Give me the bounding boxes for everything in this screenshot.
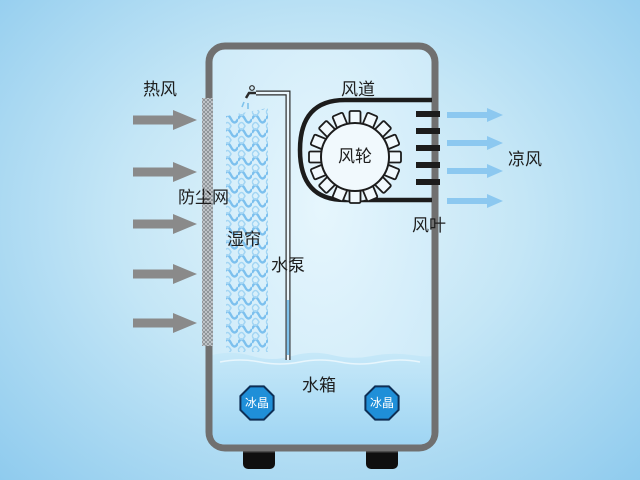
hot-air-arrow-icon bbox=[133, 313, 197, 333]
cool-air-arrows bbox=[447, 108, 503, 208]
ice-crystal-badge-left bbox=[239, 385, 275, 421]
label-ice-crystal-left: 冰晶 bbox=[245, 396, 270, 410]
label-wet-curtain: 湿帘 bbox=[227, 230, 261, 250]
water-pump-pipe bbox=[256, 90, 291, 360]
label-hot-air: 热风 bbox=[143, 80, 177, 100]
label-cool-air: 凉风 bbox=[508, 150, 542, 170]
wet-curtain bbox=[226, 108, 268, 352]
cool-air-arrow-icon bbox=[447, 136, 503, 150]
hot-air-arrow-icon bbox=[133, 214, 197, 234]
label-dust-filter: 防尘网 bbox=[178, 188, 229, 208]
hot-air-arrow-icon bbox=[133, 110, 197, 130]
cool-air-arrow-icon bbox=[447, 108, 503, 122]
label-fan-wheel: 风轮 bbox=[338, 147, 372, 167]
air-duct bbox=[297, 97, 432, 203]
water-surface-ripples bbox=[219, 359, 421, 365]
label-water-pump: 水泵 bbox=[271, 256, 305, 276]
ice-crystal-badge-right bbox=[364, 385, 400, 421]
fan-wheel bbox=[308, 110, 402, 204]
cool-air-arrow-icon bbox=[447, 164, 503, 178]
dust-filter-mesh bbox=[202, 98, 213, 346]
hot-air-arrow-icon bbox=[133, 162, 197, 182]
label-water-tank: 水箱 bbox=[302, 376, 336, 396]
label-fan-blade: 风叶 bbox=[412, 216, 446, 236]
hot-air-arrows bbox=[133, 110, 197, 333]
fan-blades-louvers bbox=[416, 111, 440, 185]
cool-air-arrow-icon bbox=[447, 194, 503, 208]
label-ice-crystal-right: 冰晶 bbox=[370, 396, 395, 410]
sprinkler-nozzle bbox=[241, 85, 256, 109]
hot-air-arrow-icon bbox=[133, 264, 197, 284]
label-air-duct: 风道 bbox=[341, 80, 375, 100]
water-tank-water bbox=[212, 352, 432, 445]
